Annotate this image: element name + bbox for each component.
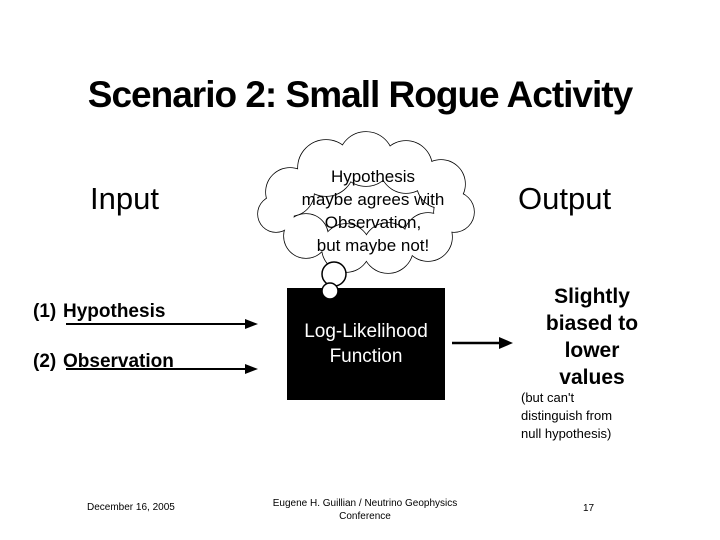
cloud-fill bbox=[258, 132, 474, 273]
footer-credit-line: Eugene H. Guillian / Neutrino Geophysics bbox=[272, 498, 458, 509]
output-label: Output bbox=[518, 181, 612, 216]
cloud-line: maybe agrees with bbox=[301, 190, 445, 209]
input-item-hypothesis: (1) Hypothesis bbox=[33, 301, 165, 323]
note-line: null hypothesis) bbox=[521, 426, 612, 441]
input-item-observation: (2) Observation bbox=[33, 351, 174, 373]
note-line: distinguish from bbox=[521, 408, 613, 423]
cloud-tail-bubbles bbox=[321, 261, 347, 300]
note-line: (but can't bbox=[521, 390, 575, 405]
thought-cloud-shape bbox=[257, 131, 475, 300]
emphasis-line: Slightly bbox=[554, 285, 630, 308]
cloud-line: Observation, bbox=[324, 213, 422, 232]
item-number: (1) bbox=[33, 301, 57, 322]
emphasis-line: biased to bbox=[545, 312, 639, 335]
footer-credit: Eugene H. Guillian / Neutrino Geophysics… bbox=[240, 497, 490, 523]
result-note: (but can't distinguish from null hypothe… bbox=[521, 389, 671, 443]
result-emphasis: Slightly biased to lower values bbox=[518, 283, 666, 391]
item-number: (2) bbox=[33, 351, 57, 372]
thought-cloud-text: Hypothesis maybe agrees with Observation… bbox=[278, 165, 468, 257]
box-line: Log-Likelihood bbox=[304, 321, 428, 342]
emphasis-line: lower bbox=[564, 339, 620, 362]
box-line: Function bbox=[329, 346, 403, 367]
cloud-line: Hypothesis bbox=[330, 167, 416, 186]
output-arrow bbox=[452, 337, 513, 349]
log-likelihood-box: Log-Likelihood Function bbox=[287, 288, 445, 400]
footer-credit-line: Conference bbox=[339, 511, 391, 522]
footer-page-number: 17 bbox=[583, 503, 595, 514]
emphasis-line: values bbox=[559, 366, 625, 389]
item-label: Observation bbox=[63, 351, 174, 372]
item-label: Hypothesis bbox=[63, 301, 166, 322]
input-label: Input bbox=[90, 181, 159, 216]
cloud-line: but maybe not! bbox=[316, 236, 430, 255]
slide-title: Scenario 2: Small Rogue Activity bbox=[87, 74, 633, 115]
footer-date: December 16, 2005 bbox=[87, 502, 175, 513]
